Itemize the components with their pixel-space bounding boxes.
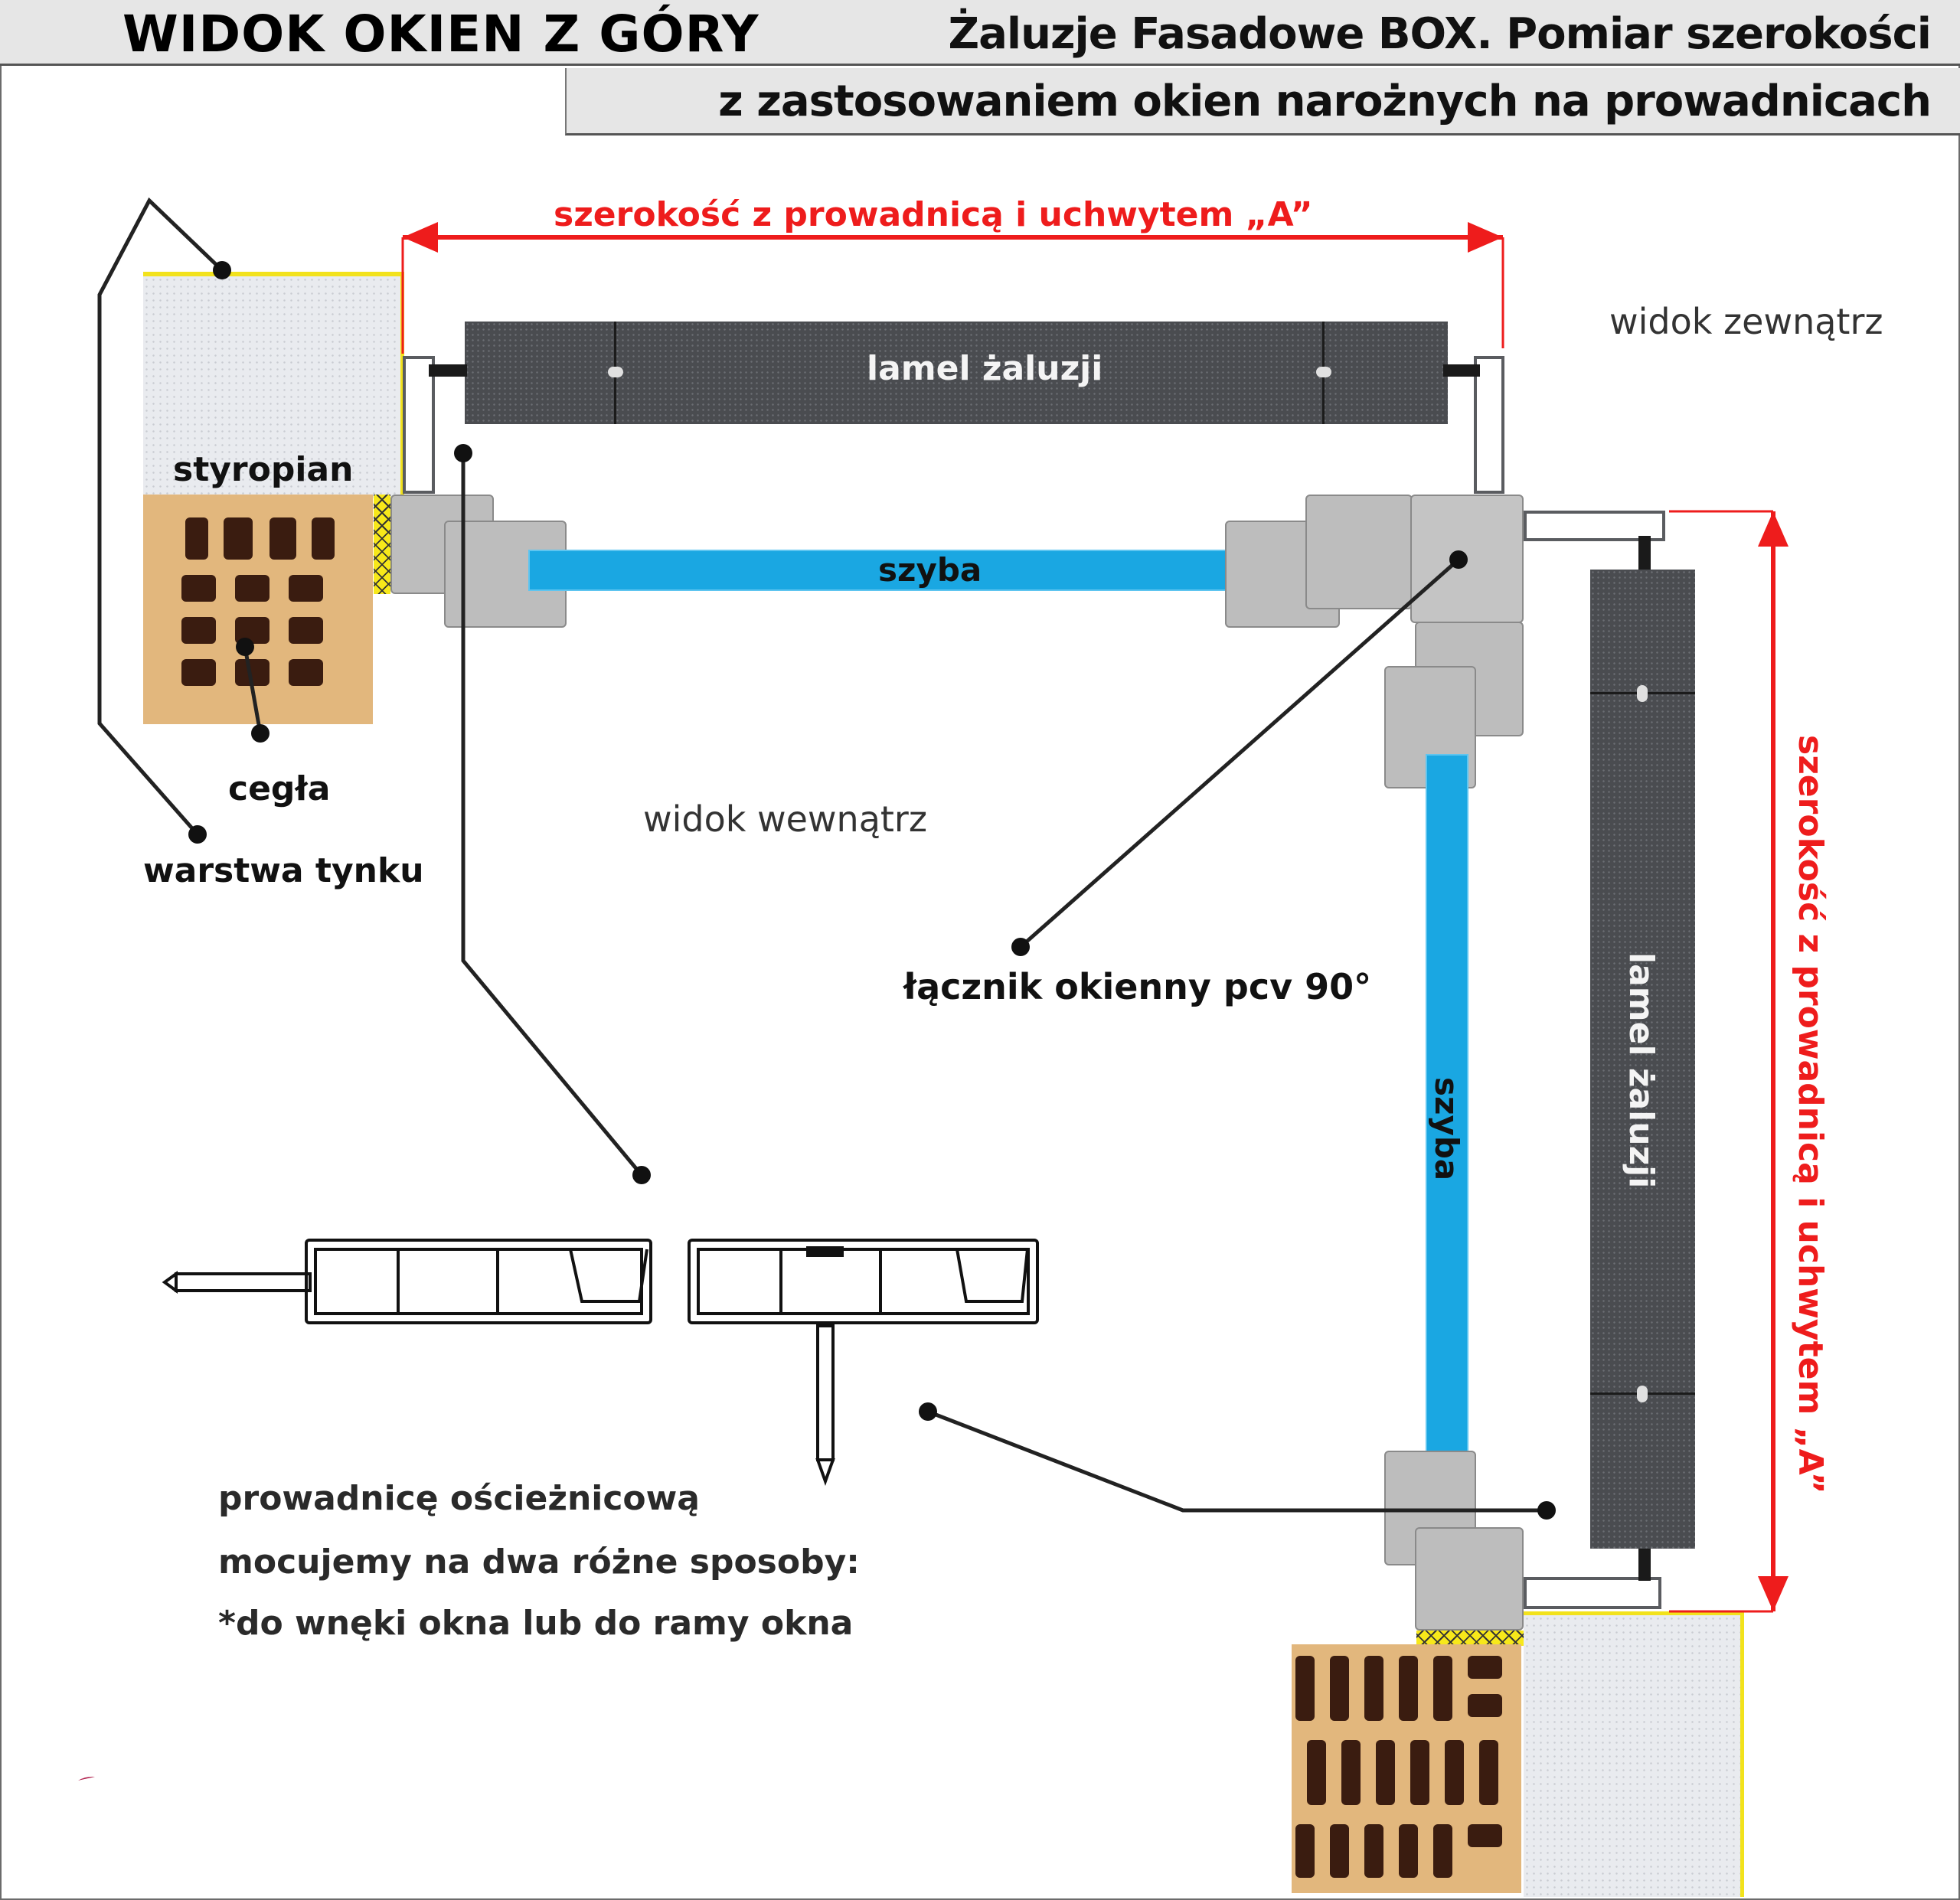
dot-connector <box>1449 550 1468 569</box>
window-frame-right-lower <box>1415 1527 1524 1631</box>
dot-connector-label <box>1011 938 1030 956</box>
lamel-top-slot-left <box>608 367 623 377</box>
note-line-2: mocujemy na dwa różne sposoby: <box>218 1543 860 1582</box>
dimension-label-vertical: szerokość z prowadnicą i uchwytem „A” <box>1791 735 1830 1494</box>
lamel-top-slot-right <box>1316 367 1331 377</box>
lamel-top-label: lamel żaluzji <box>867 349 1103 388</box>
note-line-3: *do wnęki okna lub do ramy okna <box>218 1604 854 1643</box>
glass-pane-top: szyba <box>528 550 1263 591</box>
lamel-right-slot-top <box>1637 685 1648 702</box>
glass-top-label: szyba <box>878 551 982 589</box>
guide-profile-reveal-mount <box>162 1239 652 1324</box>
subtitle-band <box>565 68 1960 135</box>
lamel-right: lamel żaluzji <box>1590 570 1695 1549</box>
dimension-label-horizontal: szerokość z prowadnicą i uchwytem „A” <box>554 195 1313 234</box>
plaster-label: warstwa tynku <box>143 851 424 890</box>
holder-top-left <box>429 364 467 377</box>
glass-pane-right: szyba <box>1426 754 1468 1481</box>
foam-tape-left <box>374 495 390 594</box>
leader-plaster <box>97 197 224 836</box>
dot-plaster-top <box>213 261 231 279</box>
leader-brick <box>243 646 263 734</box>
header-band: WIDOK OKIEN Z GÓRY Żaluzje Fasadowe BOX.… <box>0 0 1960 66</box>
brick-top-left <box>143 495 373 724</box>
leader-guide-bottom <box>927 1409 1547 1513</box>
note-line-1: prowadnicę ościeżnicową <box>218 1479 700 1518</box>
lamel-right-slot-bottom <box>1637 1386 1648 1402</box>
guide-rail-top-left <box>403 356 435 494</box>
leader-guide-top <box>461 453 643 1177</box>
holder-right-bottom <box>1638 1543 1651 1581</box>
brick-bottom-right <box>1292 1644 1521 1893</box>
styrofoam-label: styropian <box>173 450 354 489</box>
leader-lines <box>97 197 1547 1513</box>
foam-tape-bottom <box>1416 1631 1524 1646</box>
guide-rail-right-bottom <box>1524 1577 1661 1609</box>
leader-connector <box>1019 558 1460 948</box>
page-title: WIDOK OKIEN Z GÓRY <box>122 5 760 64</box>
dot-guide-label <box>632 1166 651 1184</box>
dot-plaster <box>188 825 207 844</box>
dot-guide-bottom <box>919 1402 937 1421</box>
brick-label: cegła <box>228 769 331 808</box>
guide-profile-frame-mount <box>688 1239 1039 1486</box>
page-subtitle-line2: z zastosowaniem okien narożnych na prowa… <box>718 77 1932 126</box>
view-inside-label: widok wewnątrz <box>643 798 927 840</box>
styrofoam-bottom-right <box>1524 1611 1744 1897</box>
connector-label: łącznik okienny pcv 90° <box>903 966 1372 1007</box>
guide-rail-top-right <box>1474 356 1504 494</box>
brick-holes-bottom <box>1295 1656 1502 1878</box>
view-outside-label: widok zewnątrz <box>1609 301 1883 342</box>
dot-guide-bottom-end <box>1537 1501 1556 1520</box>
page-subtitle-line1: Żaluzje Fasadowe BOX. Pomiar szerokości <box>948 9 1932 59</box>
dimension-arrow-vertical <box>1669 510 1788 1613</box>
red-mark <box>78 1776 95 1781</box>
styrofoam-top-left <box>143 272 404 498</box>
holder-top-right <box>1443 364 1480 377</box>
dot-guide-top <box>454 444 472 462</box>
brick-holes <box>181 517 335 686</box>
dimension-arrow-horizontal <box>401 222 1504 354</box>
window-frame-right-outer <box>1305 495 1413 609</box>
dot-brick-inner <box>236 638 254 656</box>
lamel-top: lamel żaluzji <box>465 322 1448 424</box>
holder-right-top <box>1638 536 1651 578</box>
dot-brick <box>251 724 270 743</box>
leader-dots <box>188 261 1556 1520</box>
